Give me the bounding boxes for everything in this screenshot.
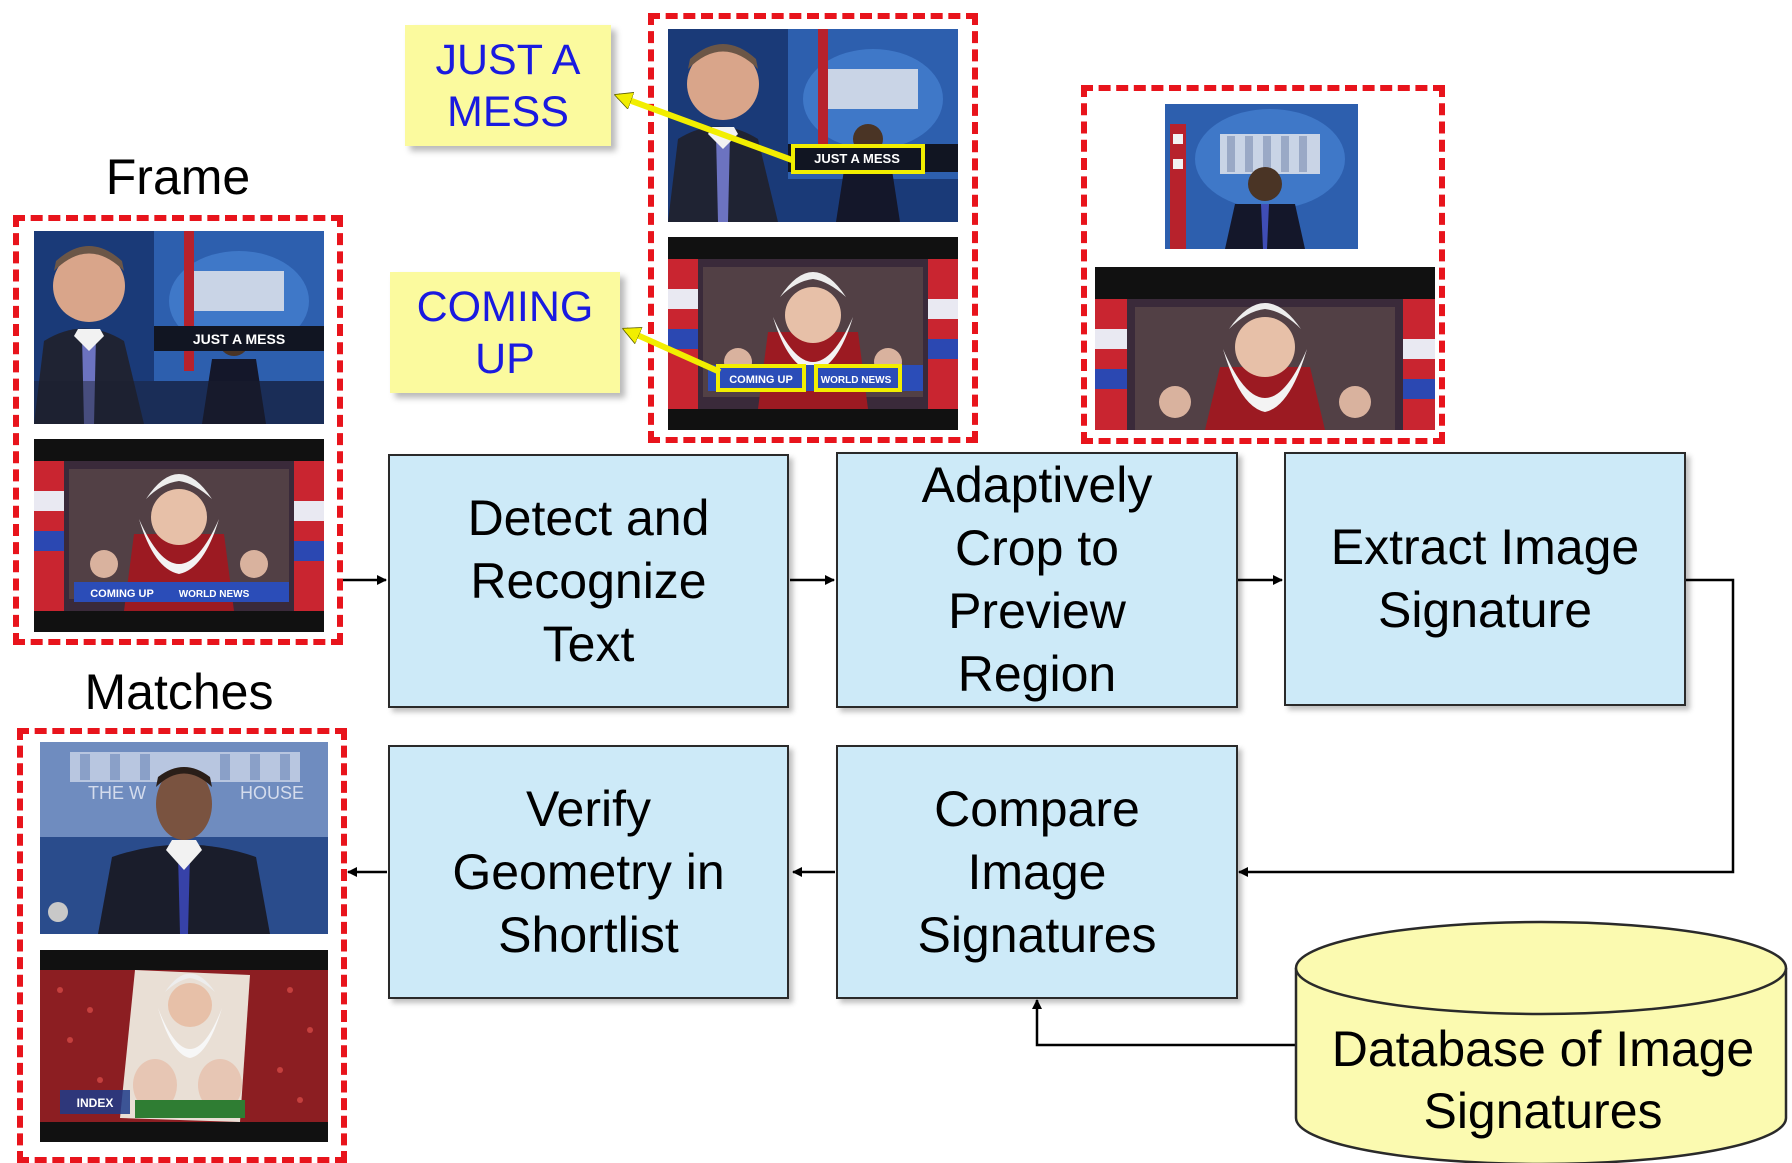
arrow-database-to-compare bbox=[1032, 999, 1295, 1047]
svg-text:WORLD NEWS: WORLD NEWS bbox=[821, 375, 892, 386]
extract-signature-step: Extract Image Signature bbox=[1284, 452, 1686, 706]
matches-heading: Matches bbox=[84, 664, 274, 720]
svg-text:COMING UP: COMING UP bbox=[729, 374, 793, 386]
signature-database bbox=[1294, 920, 1788, 1163]
match-santa-image: INDEX bbox=[40, 950, 328, 1142]
frame-caption-just-a-mess: JUST A MESS bbox=[193, 331, 285, 347]
adaptive-crop-step: Adaptively Crop to Preview Region bbox=[836, 452, 1238, 708]
cropped-santa-preview bbox=[1095, 267, 1435, 430]
callout-coming-up: COMING UP bbox=[390, 272, 620, 393]
matches-group bbox=[17, 728, 347, 1163]
text-detection-group bbox=[648, 13, 978, 443]
svg-text:WORLD NEWS: WORLD NEWS bbox=[179, 589, 250, 600]
arrow-extract-to-compare bbox=[1238, 578, 1735, 877]
input-frames-group bbox=[13, 215, 343, 645]
santa-frame: COMING UP WORLD NEWS bbox=[34, 439, 324, 632]
verify-geometry-step: Verify Geometry in Shortlist bbox=[388, 745, 789, 999]
match-president-image: THE W HOUSE bbox=[40, 742, 328, 934]
cropped-preview-group bbox=[1081, 85, 1445, 444]
frame-heading: Frame bbox=[105, 149, 251, 205]
detected-text-santa-frame: COMING UP WORLD NEWS bbox=[668, 237, 958, 430]
svg-text:THE W: THE W bbox=[88, 783, 146, 803]
highlight-box bbox=[814, 364, 902, 392]
news-anchor-frame: JUST A MESS bbox=[34, 231, 324, 424]
callout-just-a-mess: JUST A MESS bbox=[405, 25, 611, 146]
compare-signatures-step: Compare Image Signatures bbox=[836, 745, 1238, 999]
highlight-box bbox=[716, 364, 806, 392]
svg-text:INDEX: INDEX bbox=[77, 1096, 114, 1110]
detect-recognize-text-step: Detect and Recognize Text bbox=[388, 454, 789, 708]
cropped-president-preview bbox=[1165, 104, 1358, 249]
svg-text:JUST A MESS: JUST A MESS bbox=[814, 151, 900, 166]
database-label: Database of Image Signatures bbox=[1331, 1021, 1755, 1139]
svg-text:HOUSE: HOUSE bbox=[240, 783, 304, 803]
svg-text:COMING UP: COMING UP bbox=[90, 588, 154, 600]
detected-text-news-frame: JUST A MESS bbox=[668, 29, 958, 222]
